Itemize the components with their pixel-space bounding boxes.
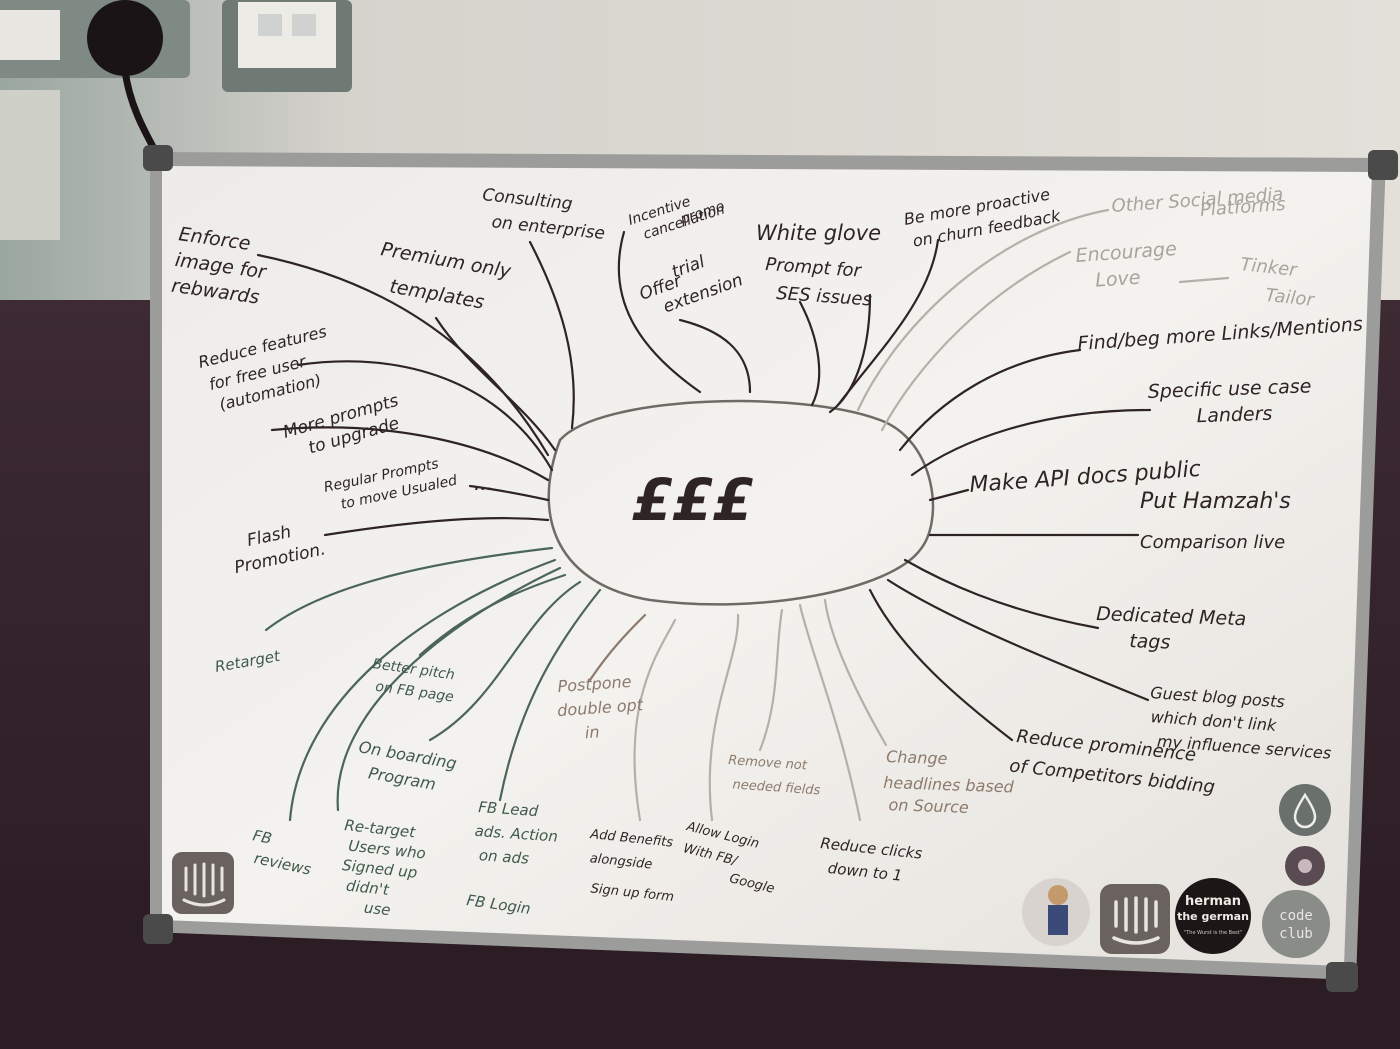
branch-line — [288, 558, 557, 822]
ethernet-port-icon — [292, 14, 316, 36]
frame-corner — [1368, 150, 1398, 180]
branch-line — [880, 250, 1072, 432]
character-head-icon — [1048, 885, 1068, 905]
character-body-icon — [1048, 905, 1068, 935]
socket-plate — [238, 2, 336, 68]
socket-plate — [0, 10, 60, 60]
idea-comparison-live: Comparison live — [1140, 532, 1285, 553]
branch-line — [336, 566, 562, 812]
wall-sockets — [0, 0, 352, 240]
idea-meta-tags: Dedicated Meta tags — [1095, 603, 1253, 656]
code-club-sticker — [1262, 890, 1330, 958]
branch-line — [296, 360, 554, 472]
drop-sticker — [1279, 784, 1331, 836]
branch-line — [498, 588, 602, 802]
center-label: £££ — [632, 466, 754, 534]
branch-line — [256, 253, 550, 457]
branch-line — [418, 573, 567, 657]
stickers: herman the german "The Wurst is the Best… — [172, 784, 1331, 958]
branch-line — [868, 588, 1014, 742]
idea-regular-ellipsis: ... — [474, 471, 493, 495]
branch-line — [468, 484, 550, 502]
branch-line — [758, 608, 784, 752]
branch-line — [823, 598, 888, 747]
code-club-text: club — [1279, 926, 1313, 942]
branch-line — [434, 316, 557, 452]
idea-white-glove: White glove — [756, 221, 881, 245]
branch-line — [323, 517, 550, 537]
intercom-bars-icon — [1112, 896, 1160, 945]
center-blob — [547, 399, 935, 606]
plug-icon — [87, 0, 163, 76]
frame-corner — [143, 145, 173, 171]
bottom-ideas: FB reviews Better pitch on FB page On bo… — [251, 656, 1020, 923]
branch-line — [428, 580, 582, 742]
branch-line — [264, 546, 554, 632]
branch-line — [678, 318, 752, 394]
branch-line — [798, 300, 821, 407]
herman-sticker-text: herman — [1185, 894, 1241, 909]
herman-sticker-text: the german — [1177, 910, 1249, 923]
idea-remove-fields: Remove not needed fields — [726, 753, 823, 798]
branch-line — [708, 613, 740, 822]
branch-line — [886, 578, 1150, 702]
frame-corner — [1326, 962, 1358, 992]
left-ideas: Reduce features for free user (automatio… — [196, 322, 493, 676]
herman-sticker-tagline: "The Wurst is the Best" — [1184, 930, 1242, 936]
code-club-text: code — [1279, 908, 1313, 924]
branch-line — [1178, 276, 1230, 284]
donut-hole-icon — [1298, 859, 1312, 873]
branch-line — [633, 618, 677, 822]
idea-add-benefits: Add Benefits alongside Sign up form — [583, 827, 680, 905]
herman-sticker — [1175, 878, 1251, 954]
branch-line — [856, 208, 1110, 412]
idea-re-target: Re-target Users who Signed up didn't use — [335, 816, 433, 923]
frame-corner — [143, 914, 173, 944]
branch-line — [903, 558, 1100, 630]
branch-line — [928, 488, 970, 502]
branch-line — [910, 408, 1152, 477]
intercom-bars-icon — [182, 862, 226, 907]
idea-change-headlines: Change headlines based on Source — [882, 747, 1020, 819]
branch-line — [798, 603, 862, 822]
water-drop-icon — [1293, 792, 1317, 829]
idea-fb-lead-ads: FB Lead ads. Action on ads — [472, 798, 564, 870]
ethernet-port-icon — [258, 14, 282, 36]
branch-line — [270, 426, 550, 482]
branch-line — [528, 240, 575, 430]
branch-line — [836, 238, 940, 407]
light-switch — [0, 90, 60, 240]
branch-line — [617, 230, 702, 394]
board-surface — [162, 166, 1372, 966]
whiteboard — [143, 145, 1398, 992]
branch-line — [588, 613, 647, 682]
idea-put-hamzah: Put Hamzah's — [1140, 489, 1291, 514]
branch-line — [898, 348, 1082, 452]
branches — [256, 208, 1230, 822]
